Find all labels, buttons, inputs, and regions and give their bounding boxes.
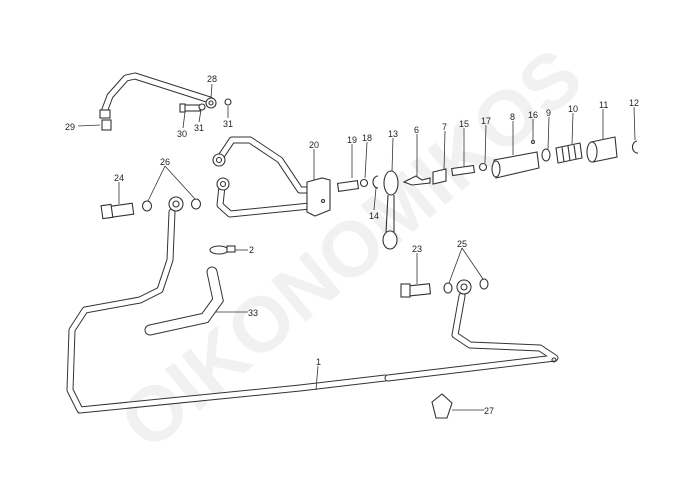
label-9: 9 [546, 108, 551, 118]
pipe-assembly-20 [212, 136, 331, 218]
clamp-2 [209, 245, 236, 255]
oring-9 [541, 148, 551, 162]
part-6 [402, 175, 431, 186]
label-6: 6 [414, 125, 419, 135]
label-31b: 31 [223, 119, 233, 129]
washer-18 [359, 178, 369, 188]
label-16: 16 [528, 110, 538, 120]
label-14: 14 [369, 211, 379, 221]
label-24: 24 [114, 173, 124, 183]
label-8: 8 [510, 112, 515, 122]
ball-17 [478, 162, 488, 172]
pipe-1 [66, 196, 559, 414]
label-13: 13 [388, 129, 398, 139]
bracket-27 [431, 393, 453, 419]
bolt-23 [400, 283, 432, 298]
washer-25b [479, 278, 489, 290]
label-29: 29 [65, 122, 75, 132]
label-27: 27 [484, 406, 494, 416]
hose-33 [144, 266, 224, 336]
label-15: 15 [459, 119, 469, 129]
washer-26a [141, 200, 153, 212]
washer-31 [198, 103, 206, 111]
spring-10 [555, 142, 583, 164]
valve-body-8 [491, 151, 540, 179]
label-28: 28 [207, 74, 217, 84]
leader-lines [77, 83, 636, 411]
label-1: 1 [316, 357, 321, 367]
label-31a: 31 [194, 123, 204, 133]
label-7: 7 [442, 122, 447, 132]
label-26: 26 [160, 157, 170, 167]
label-33: 33 [248, 308, 258, 318]
label-25: 25 [457, 239, 467, 249]
label-12: 12 [629, 98, 639, 108]
lever-13 [382, 170, 399, 250]
label-2: 2 [249, 245, 254, 255]
label-30: 30 [177, 129, 187, 139]
label-20: 20 [309, 140, 319, 150]
bolt-19 [336, 180, 360, 192]
nut-31 [224, 98, 232, 106]
label-23: 23 [412, 244, 422, 254]
label-17: 17 [481, 116, 491, 126]
pipe-28 [100, 72, 217, 116]
nut-11 [586, 136, 618, 163]
label-11: 11 [599, 100, 608, 110]
clip-12 [631, 140, 639, 154]
fork-7 [432, 168, 447, 185]
washer-25a [443, 282, 453, 294]
fitting-29 [99, 109, 112, 131]
label-19: 19 [347, 135, 357, 145]
label-18: 18 [362, 133, 372, 143]
clip-14 [372, 175, 379, 189]
label-10: 10 [568, 104, 578, 114]
spring-15 [451, 164, 476, 177]
bolt-24 [100, 202, 135, 220]
bolt-30 [179, 103, 201, 113]
ball-16 [530, 139, 536, 145]
washer-26b [190, 198, 202, 210]
